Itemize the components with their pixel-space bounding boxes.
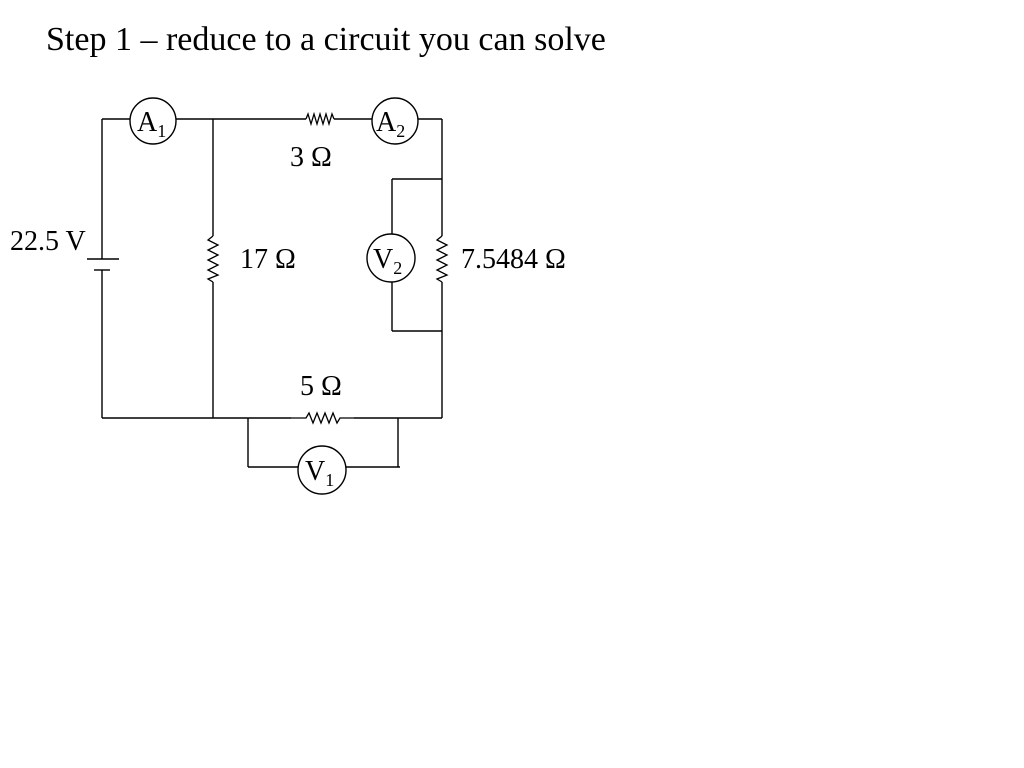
resistor-7-5484-ohm-icon <box>435 235 449 283</box>
source-voltage-label: 22.5 V <box>10 226 86 257</box>
resistor-3-ohm-label: 3 Ω <box>290 142 332 173</box>
ammeter-a2-label: A2 <box>376 107 405 141</box>
circuit-wires <box>101 118 443 468</box>
ammeter-a1: A1 <box>129 97 177 145</box>
resistor-7-5484-ohm-label: 7.5484 Ω <box>461 244 566 275</box>
ammeter-a2-index: 2 <box>396 121 405 141</box>
voltmeter-v2-letter: V <box>373 244 393 275</box>
ammeter-a1-letter: A <box>137 107 158 138</box>
voltmeter-v2: V2 <box>366 233 416 283</box>
voltmeter-v1-index: 1 <box>325 470 334 490</box>
ammeter-a1-label: A1 <box>137 107 166 141</box>
ammeter-a2: A2 <box>371 97 419 145</box>
resistor-3-ohm-icon <box>305 111 335 127</box>
voltmeter-v2-icon <box>366 233 416 283</box>
ammeter-a1-index: 1 <box>157 121 166 141</box>
resistor-5-ohm-label: 5 Ω <box>300 371 342 402</box>
battery-icon <box>87 258 119 271</box>
ammeter-a2-icon <box>371 97 419 145</box>
slide-title: Step 1 – reduce to a circuit you can sol… <box>46 21 606 58</box>
voltmeter-v2-index: 2 <box>393 258 402 278</box>
resistor-17-ohm-icon <box>206 235 220 283</box>
resistor-5-ohm-icon <box>291 411 354 425</box>
voltmeter-v2-label: V2 <box>373 244 402 278</box>
resistor-17-ohm-label: 17 Ω <box>240 244 296 275</box>
voltmeter-v1-icon <box>297 445 347 495</box>
ammeter-a2-letter: A <box>376 107 397 138</box>
voltmeter-v1-letter: V <box>305 456 325 487</box>
ammeter-a1-icon <box>129 97 177 145</box>
voltmeter-v1-label: V1 <box>305 456 334 490</box>
voltmeter-v1: V1 <box>297 445 347 495</box>
